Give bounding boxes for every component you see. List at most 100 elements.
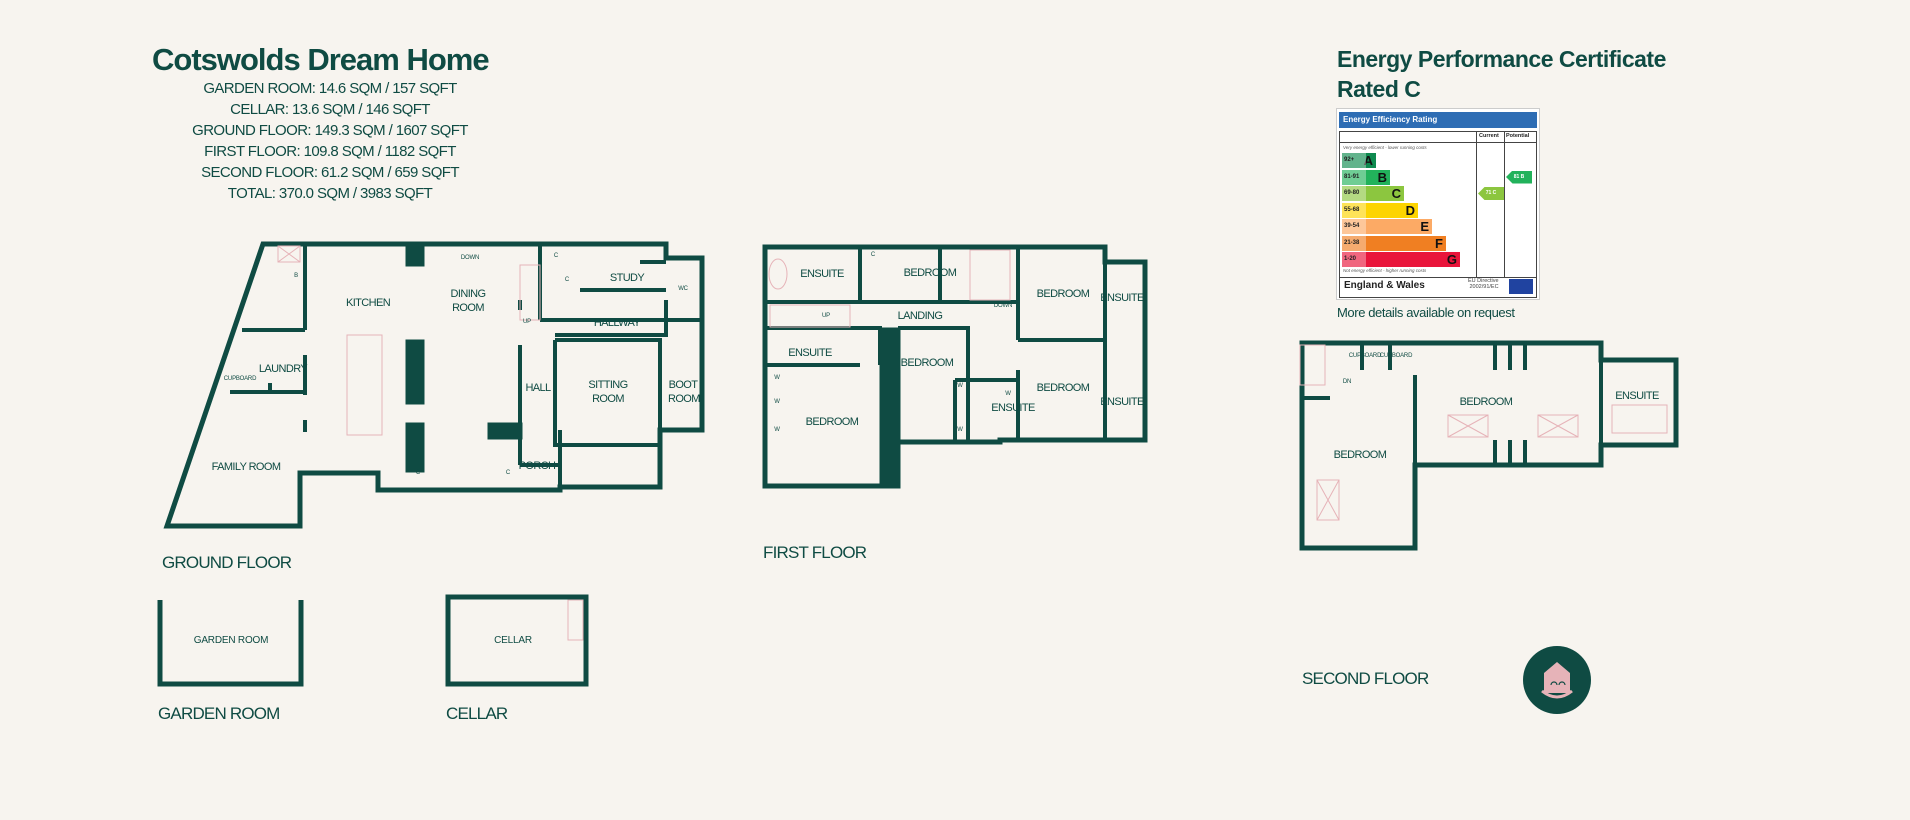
area-summary: GARDEN ROOM: 14.6 SQM / 157 SQFT CELLAR:… bbox=[150, 78, 510, 204]
epc-directive: EU Directive bbox=[1468, 278, 1499, 284]
house-logo-icon bbox=[1523, 646, 1591, 714]
epc-band-range: 39-54 bbox=[1342, 219, 1366, 234]
cupboard-c-label: C bbox=[870, 252, 876, 258]
epc-current-header: Current bbox=[1479, 133, 1499, 139]
cupboard-label: CUPBOARD bbox=[1379, 353, 1413, 359]
room-hallway: HALLWAY bbox=[593, 317, 641, 329]
room-kitchen: KITCHEN bbox=[345, 297, 391, 309]
bath bbox=[768, 258, 788, 290]
stairs-down-label: DOWN bbox=[993, 303, 1013, 309]
stairs bbox=[519, 264, 541, 321]
area-line: CELLAR: 13.6 SQM / 146 SQFT bbox=[230, 101, 430, 118]
epc-region: England & Wales bbox=[1344, 280, 1425, 291]
epc-band-bar-g: G bbox=[1342, 252, 1460, 267]
cupboard-c-label: C bbox=[505, 470, 511, 476]
bath bbox=[1611, 404, 1668, 434]
cupboard-c-label: C bbox=[415, 470, 421, 476]
epc-bottom-note: Not energy efficient - higher running co… bbox=[1343, 268, 1427, 273]
page-title: Cotswolds Dream Home bbox=[152, 42, 490, 77]
cupboard-c-label: C bbox=[564, 277, 570, 283]
epc-rating-line: Rated C bbox=[1337, 76, 1421, 102]
epc-more-details: More details available on request bbox=[1337, 305, 1515, 320]
area-line: SECOND FLOOR: 61.2 SQM / 659 SQFT bbox=[201, 164, 459, 181]
area-line: GROUND FLOOR: 149.3 SQM / 1607 SQFT bbox=[192, 122, 468, 139]
room-cupboard: CUPBOARD bbox=[223, 376, 257, 382]
area-line: GARDEN ROOM: 14.6 SQM / 157 SQFT bbox=[203, 80, 457, 97]
floor-title-second: SECOND FLOOR bbox=[1302, 669, 1429, 688]
epc-band-bar-f: F bbox=[1342, 235, 1446, 251]
area-line: FIRST FLOOR: 109.8 SQM / 1182 SQFT bbox=[204, 143, 456, 160]
epc-band-range: 92+ bbox=[1342, 153, 1366, 168]
room-wc: WC bbox=[678, 286, 688, 292]
epc-band-bar-c: C bbox=[1342, 186, 1404, 201]
stairs-down-label: DN bbox=[1342, 379, 1352, 385]
stairs bbox=[769, 304, 851, 328]
epc-band-range: 55-68 bbox=[1342, 202, 1366, 218]
room-bedroom: BEDROOM bbox=[900, 357, 954, 369]
first-floor-outline bbox=[762, 244, 1148, 489]
room-bedroom: BEDROOM bbox=[903, 267, 957, 279]
room-ensuite: ENSUITE bbox=[1100, 396, 1144, 408]
epc-chart: Energy Efficiency Rating Current Potenti… bbox=[1336, 108, 1540, 300]
epc-heading: Energy Performance Certificate Rated C bbox=[1337, 44, 1666, 104]
wardrobe-label: W bbox=[774, 427, 780, 433]
wardrobe-label: W bbox=[1005, 391, 1011, 397]
area-line: TOTAL: 370.0 SQM / 3983 SQFT bbox=[227, 185, 433, 202]
skylight bbox=[277, 245, 301, 263]
stairs-up-label: UP bbox=[822, 313, 830, 319]
stairs-down-label: DOWN bbox=[460, 255, 480, 261]
epc-band-range: 21-38 bbox=[1342, 235, 1366, 251]
epc-directive-code: 2002/91/EC bbox=[1469, 284, 1499, 290]
room-bedroom: BEDROOM bbox=[1036, 288, 1090, 300]
epc-band-bar-b: B bbox=[1342, 169, 1390, 185]
floor-title-first: FIRST FLOOR bbox=[763, 543, 867, 562]
eu-flag-icon bbox=[1509, 279, 1533, 294]
wardrobe-label: W bbox=[957, 383, 963, 389]
epc-chart-title: Energy Efficiency Rating bbox=[1339, 112, 1537, 128]
room-ensuite: ENSUITE bbox=[800, 268, 844, 280]
room-cellar: CELLAR bbox=[494, 635, 532, 646]
epc-band-bar-e: E bbox=[1342, 219, 1432, 234]
room-porch: PORCH bbox=[518, 460, 556, 472]
room-bedroom: BEDROOM bbox=[805, 416, 859, 428]
room-bedroom: BEDROOM bbox=[1333, 449, 1387, 461]
stairs-up-label: UP bbox=[523, 319, 531, 325]
epc-top-note: Very energy efficient - lower running co… bbox=[1343, 145, 1427, 150]
second-floor-outline bbox=[1299, 340, 1679, 551]
cupboard-c-label: C bbox=[553, 253, 559, 259]
cupboard-label: CUPBOARD bbox=[1348, 353, 1382, 359]
epc-band-bar-d: D bbox=[1342, 202, 1418, 218]
room-bedroom: BEDROOM bbox=[1459, 396, 1513, 408]
stairs bbox=[969, 249, 1011, 301]
room-ensuite: ENSUITE bbox=[991, 402, 1035, 414]
floor-title-cellar: CELLAR bbox=[446, 704, 508, 723]
wardrobe-label: W bbox=[957, 427, 963, 433]
epc-band-bar-a: A bbox=[1342, 153, 1376, 168]
garden-room-outline bbox=[157, 600, 304, 687]
epc-heading-line: Energy Performance Certificate bbox=[1337, 46, 1666, 72]
epc-band-range: 81-91 bbox=[1342, 169, 1366, 185]
floor-title-garden: GARDEN ROOM bbox=[158, 704, 280, 723]
room-dining: DINING ROOM bbox=[450, 288, 487, 314]
room-bedroom: BEDROOM bbox=[1036, 382, 1090, 394]
room-ensuite: ENSUITE bbox=[1615, 390, 1659, 402]
room-sitting: SITTING ROOM bbox=[588, 379, 628, 405]
kitchen-island bbox=[346, 334, 383, 436]
wardrobe-label: W bbox=[774, 375, 780, 381]
epc-band-range: 1-20 bbox=[1342, 252, 1366, 267]
room-family: FAMILY ROOM bbox=[211, 461, 281, 473]
room-hall: HALL bbox=[525, 382, 551, 394]
floor-title-ground: GROUND FLOOR bbox=[162, 553, 292, 572]
cellar-outline bbox=[445, 594, 589, 687]
epc-potential-header: Potential bbox=[1506, 133, 1530, 139]
room-landing: LANDING bbox=[897, 310, 943, 322]
room-ensuite: ENSUITE bbox=[1100, 292, 1144, 304]
epc-potential-arrow: 81 B bbox=[1506, 170, 1532, 184]
room-ensuite: ENSUITE bbox=[788, 347, 832, 359]
stairs bbox=[1299, 344, 1326, 386]
room-garden: GARDEN ROOM bbox=[193, 635, 269, 646]
epc-current-arrow: 71 C bbox=[1478, 187, 1504, 200]
stairs bbox=[567, 599, 584, 641]
room-study: STUDY bbox=[609, 272, 645, 284]
